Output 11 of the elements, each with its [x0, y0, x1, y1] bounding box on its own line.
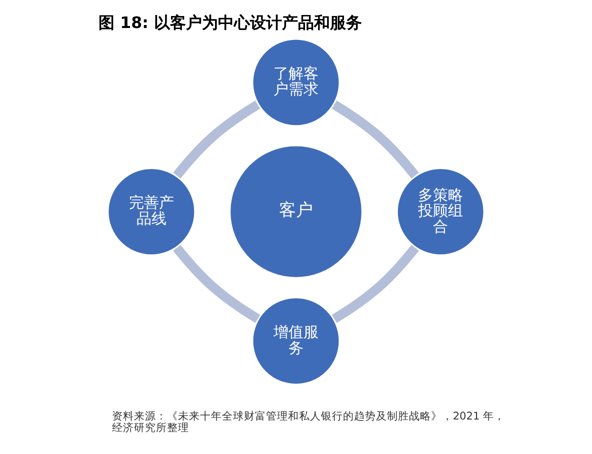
node-circle: 增值服务	[251, 296, 341, 386]
diagram-title: 图 18: 以客户为中心设计产品和服务	[98, 13, 362, 32]
connector	[332, 100, 419, 179]
node-circle: 完善产品线	[106, 166, 196, 257]
connector	[173, 244, 260, 323]
node-circle: 多策略投顾组合	[396, 166, 486, 257]
connector	[173, 100, 260, 179]
node-circle: 了解客户需求	[251, 38, 341, 128]
connector	[332, 244, 419, 323]
caption: 资料来源：《未来十年全球财富管理和私人银行的趋势及制胜战略》，2021 年，经济研究所整理	[112, 410, 506, 434]
node-circle: 客户	[228, 144, 364, 280]
